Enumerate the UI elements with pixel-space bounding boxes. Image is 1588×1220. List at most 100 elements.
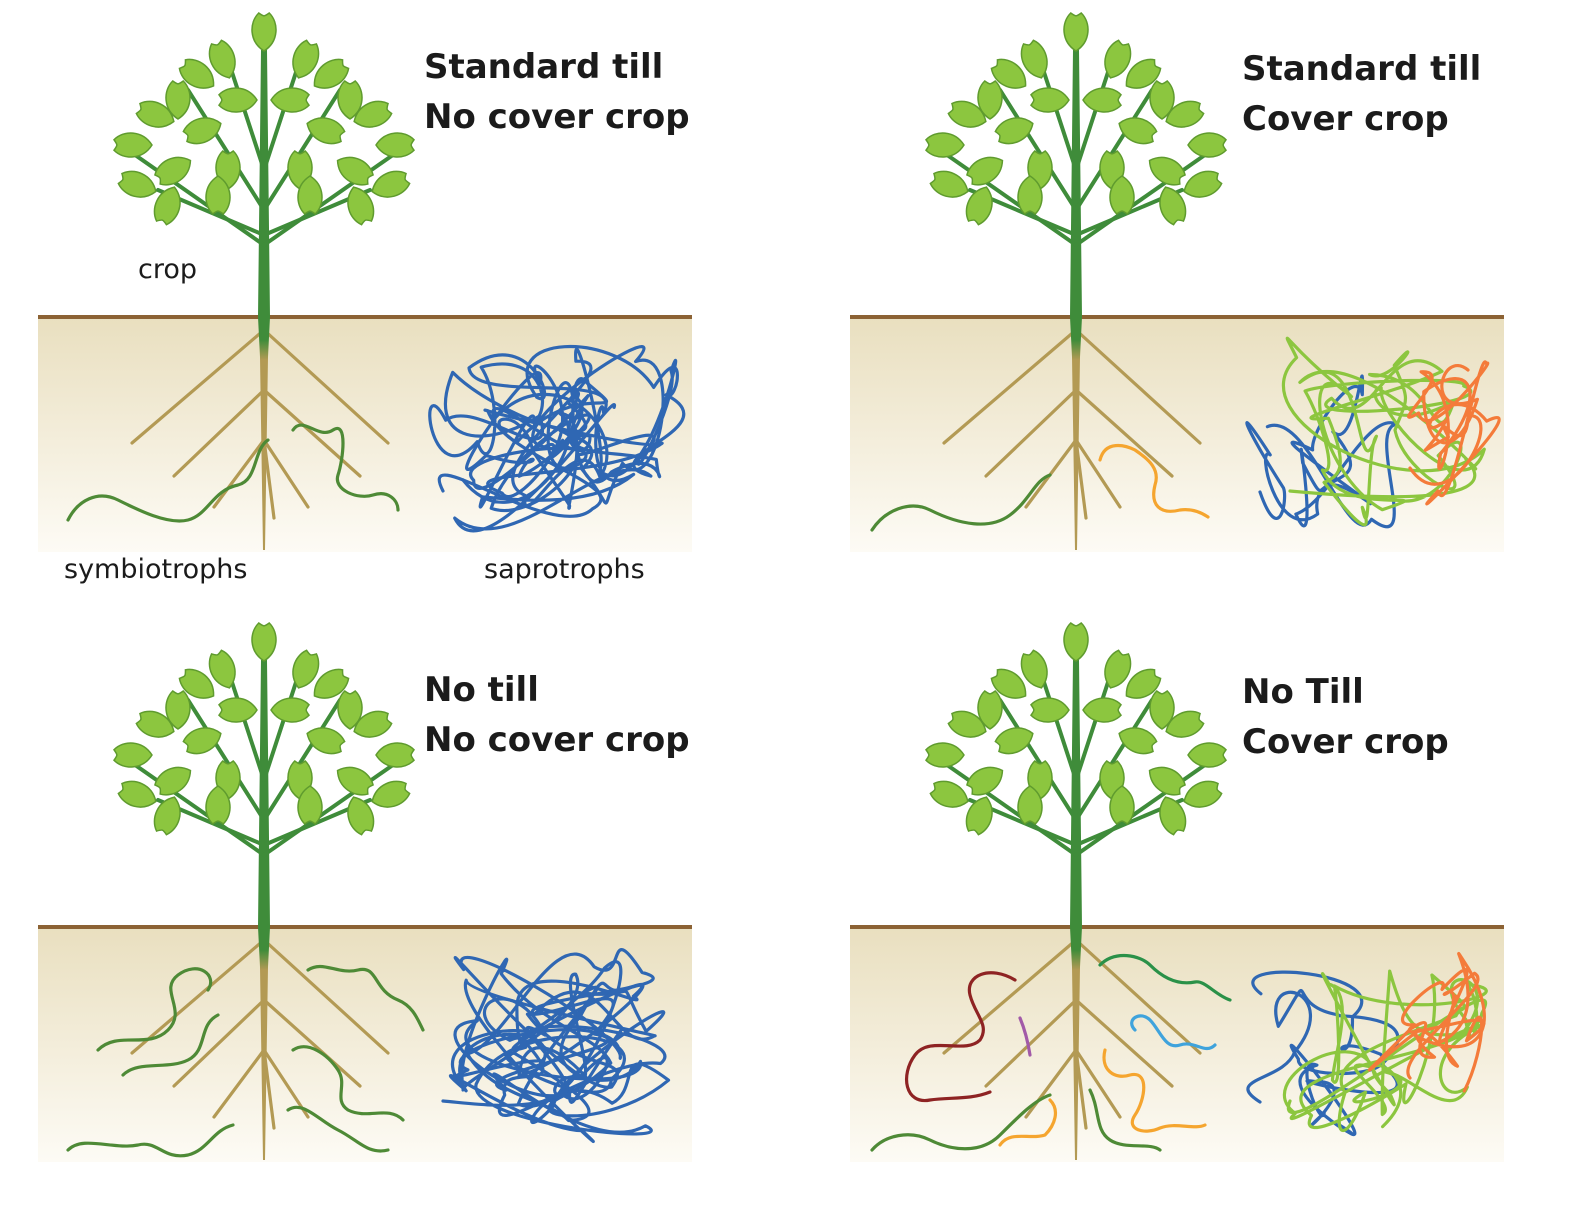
leaf: [218, 697, 258, 723]
root: [1024, 1048, 1078, 1119]
leaf: [165, 80, 191, 120]
leaf: [947, 710, 987, 738]
branch: [1038, 668, 1078, 782]
fungal-hyphae: [870, 336, 1501, 532]
leaf: [994, 117, 1034, 145]
root: [1074, 998, 1174, 1088]
symbiotroph-hypha: [870, 1093, 1052, 1152]
leaf: [178, 668, 215, 699]
leaf: [178, 58, 215, 89]
symbiotrophs-label: symbiotrophs: [64, 554, 248, 585]
leaf: [1017, 785, 1043, 825]
leaf: [337, 690, 363, 730]
leaf: [353, 100, 393, 128]
leaf: [165, 690, 191, 730]
leaf: [1125, 58, 1162, 89]
panel-scene: [850, 622, 1504, 1162]
root: [984, 998, 1078, 1088]
leaf: [1165, 100, 1205, 128]
leaf: [1104, 649, 1132, 689]
crop-stem: [258, 50, 270, 550]
saprotroph-hyphae: [1245, 374, 1399, 529]
root: [942, 938, 1078, 1055]
leaf: [1017, 175, 1043, 215]
title-line-1: Standard till: [1242, 49, 1482, 89]
crop-stem: [1070, 660, 1082, 1160]
crop-roots: [130, 938, 390, 1130]
fungal-hyphae: [870, 951, 1488, 1152]
branch: [262, 758, 402, 857]
leaf: [1159, 796, 1187, 836]
leaf: [154, 766, 192, 796]
branch: [1074, 758, 1214, 857]
leaf: [182, 727, 222, 755]
leaf: [182, 117, 222, 145]
crop-leaves: [925, 12, 1227, 226]
crop-branches: [126, 668, 402, 857]
panel-scene: [850, 12, 1504, 552]
title-line-1: No Till: [1242, 672, 1364, 712]
root: [130, 328, 266, 445]
cover-crop-hyphae: [1282, 969, 1488, 1133]
branch: [262, 148, 402, 247]
leaf: [113, 132, 153, 158]
symbiotroph-hypha: [1098, 954, 1232, 1002]
leaf: [1118, 117, 1158, 145]
leaf: [1030, 87, 1070, 113]
branch: [1074, 668, 1114, 782]
leaf: [1187, 742, 1227, 768]
leaf: [1125, 668, 1162, 699]
root: [262, 328, 390, 445]
leaf: [154, 156, 192, 186]
title-line-1: No till: [424, 670, 539, 710]
leaf: [375, 132, 415, 158]
symbiotroph-hypha: [306, 964, 425, 1032]
crop-label: crop: [138, 254, 198, 285]
saprotrophs-label: saprotrophs: [484, 554, 645, 585]
root: [942, 328, 1078, 445]
symbiotroph-hypha: [870, 473, 1052, 532]
leaf: [1082, 697, 1122, 723]
leaf: [925, 132, 965, 158]
root: [172, 388, 266, 478]
panel-scene: [38, 12, 692, 552]
root: [262, 438, 310, 509]
branch: [938, 148, 1078, 247]
leaf: [1183, 170, 1223, 198]
leaf: [965, 186, 993, 226]
branch: [226, 58, 266, 172]
root: [1074, 388, 1174, 478]
crop-roots: [942, 328, 1202, 520]
title-line-2: Cover crop: [1242, 722, 1449, 762]
crop-leaves: [113, 622, 415, 836]
leaf: [1165, 710, 1205, 738]
leaf: [977, 690, 1003, 730]
symbiotroph-hypha: [1102, 1048, 1207, 1133]
branch: [186, 88, 266, 212]
leaf: [270, 697, 310, 723]
saprotroph-hyphae: [441, 948, 671, 1144]
leaf: [1149, 80, 1175, 120]
symbiotroph-hypha: [66, 438, 270, 523]
crop-branches: [126, 58, 402, 247]
panel-standard-till-cover-crop: Standard till Cover crop: [850, 12, 1550, 610]
leaf: [347, 796, 375, 836]
leaf: [336, 766, 374, 796]
saprotroph-hyphae: [461, 364, 662, 512]
symbiotroph-hypha: [1098, 444, 1210, 519]
leaf: [153, 186, 181, 226]
leaf: [205, 175, 231, 215]
leaf: [117, 170, 157, 198]
leaf: [306, 727, 346, 755]
crop-stem: [1070, 50, 1082, 550]
leaf: [297, 175, 323, 215]
leaf: [1063, 622, 1089, 662]
leaf: [977, 80, 1003, 120]
root: [1024, 438, 1078, 509]
leaf: [135, 100, 175, 128]
root: [1074, 938, 1202, 1055]
title-line-2: No cover crop: [424, 720, 690, 760]
root: [984, 388, 1078, 478]
leaf: [1020, 39, 1048, 79]
root: [262, 388, 362, 478]
